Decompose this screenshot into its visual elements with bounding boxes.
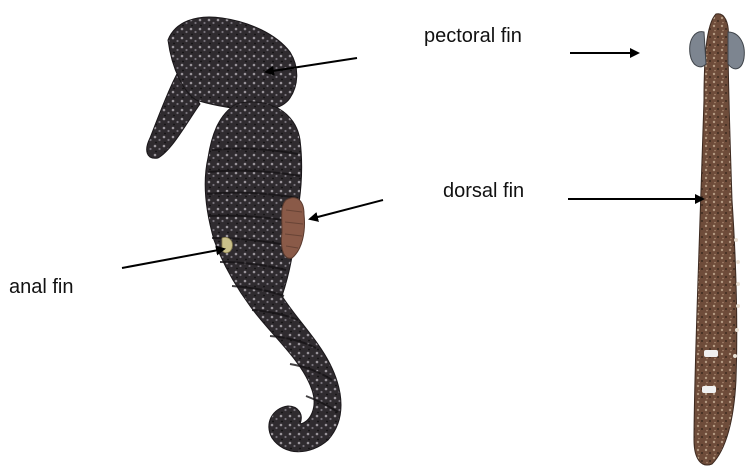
arrow-dorsal-fin-side xyxy=(310,200,383,219)
pectoral-fin-right xyxy=(728,32,744,69)
label-anal-fin: anal fin xyxy=(9,276,74,299)
label-pectoral-fin: pectoral fin xyxy=(424,25,522,48)
seahorse-dorsal-view xyxy=(690,14,745,465)
arrow-anal-fin xyxy=(122,249,224,268)
seahorse-side-view xyxy=(147,17,341,452)
seahorse-back-body xyxy=(694,14,737,465)
anal-fin-side xyxy=(222,237,232,252)
dorsal-fin-side xyxy=(281,198,304,259)
seahorse-body xyxy=(205,102,341,452)
pectoral-fin-left xyxy=(690,32,706,67)
label-dorsal-fin: dorsal fin xyxy=(443,180,524,203)
